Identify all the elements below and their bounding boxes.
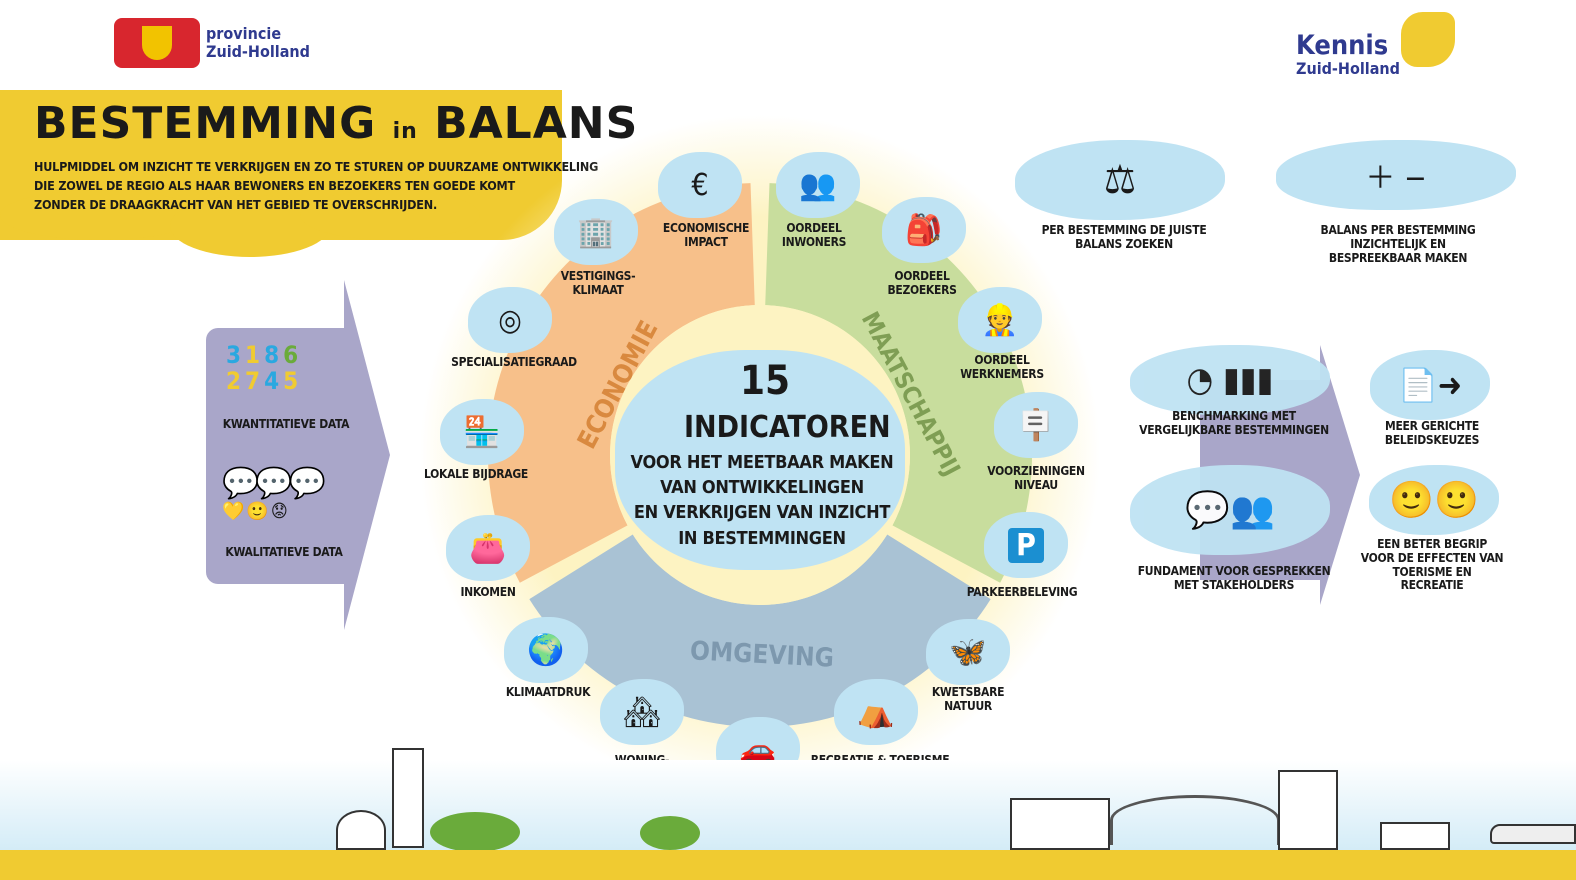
- center-count: 15: [740, 358, 791, 404]
- outcome-faces-icon: 🙂🙂: [1369, 465, 1499, 535]
- skyline: [0, 740, 1576, 855]
- goal-label-1: PER BESTEMMING DE JUISTE BALANS ZOEKEN: [1041, 223, 1207, 251]
- indicator-label: OORDEEL BEZOEKERS: [887, 269, 957, 297]
- kennis-line2: Zuid-Holland: [1296, 59, 1400, 78]
- coat-of-arms-icon: [114, 18, 200, 68]
- use-label-1: BENCHMARKING MET VERGELIJKBARE BESTEMMIN…: [1139, 409, 1329, 437]
- province-shape-icon: [1401, 12, 1455, 67]
- land-icon: ⛺: [834, 679, 918, 745]
- use-label-2: FUNDAMENT VOOR GESPREKKEN MET STAKEHOLDE…: [1137, 564, 1331, 592]
- use-meeting-icon: 💬👥: [1130, 465, 1330, 555]
- qualitative-data-label: KWALITATIEVE DATA: [225, 545, 343, 559]
- outcome-label-2: EEN BETER BEGRIP VOOR DE EFFECTEN VAN TO…: [1360, 537, 1504, 593]
- indicator-label: INKOMEN: [460, 585, 516, 599]
- economie-sector: [487, 183, 755, 583]
- indicator-label: OORDEEL WERKNEMERS: [960, 353, 1044, 381]
- goal-seesaw-icon: ＋ −: [1276, 140, 1516, 210]
- residents-icon: 👥: [776, 152, 860, 218]
- indicator-label: KWETSBARE NATUUR: [931, 685, 1005, 713]
- quantitative-data-label: KWANTITATIEVE DATA: [222, 417, 350, 431]
- house-euro-icon: €: [658, 152, 742, 218]
- center-cloud: [615, 350, 905, 570]
- center-title: INDICATOREN: [684, 410, 891, 445]
- input-arrow: [344, 280, 390, 630]
- butterfly-icon: 🦋: [926, 619, 1010, 685]
- building-icon: 🏢: [554, 199, 638, 265]
- page-subtitle: HULPMIDDEL OM INZICHT TE VERKRIJGEN EN Z…: [34, 159, 599, 212]
- workers-icon: 👷: [958, 287, 1042, 353]
- speech-bubbles-icon: 💬💬💬💛🙂😟: [222, 466, 326, 522]
- omgeving-sector: [529, 534, 991, 728]
- page-title: BESTEMMING in BALANS: [34, 98, 639, 149]
- outcome-papers-icon: 📄➜: [1370, 350, 1490, 420]
- visitors-icon: 🎒: [882, 197, 966, 263]
- goal-balance-person-icon: ⚖: [1015, 140, 1225, 220]
- goal-label-2: BALANS PER BESTEMMING INZICHTELIJK EN BE…: [1320, 223, 1476, 265]
- indicator-label: SPECIALISATIEGRAAD: [451, 355, 577, 369]
- target-icon: ◎: [468, 287, 552, 353]
- ground: [0, 850, 1576, 880]
- indicator-label: OORDEEL INWONERS: [781, 221, 847, 249]
- kennis-line1: Kennis: [1296, 30, 1389, 61]
- provincie-line1: provincie: [206, 23, 282, 43]
- indicator-label: KLIMAATDRUK: [505, 685, 591, 699]
- outcome-label-1: MEER GERICHTE BELEIDSKEUZES: [1384, 419, 1480, 447]
- provincie-logo: provincie Zuid-Holland: [114, 18, 310, 68]
- houses-icon: 🏘: [600, 679, 684, 745]
- indicator-label: VOORZIENINGEN NIVEAU: [987, 464, 1085, 492]
- indicator-label: ECONOMISCHE IMPACT: [662, 221, 750, 249]
- parking-icon: P: [984, 512, 1068, 578]
- provincie-line2: Zuid-Holland: [206, 42, 310, 61]
- center-text: VOOR HET MEETBAAR MAKEN VAN ONTWIKKELING…: [630, 452, 894, 549]
- indicator-label: LOKALE BIJDRAGE: [424, 467, 528, 481]
- use-benchmark-icon: ◔ ▮▮▮: [1130, 345, 1330, 415]
- wallet-icon: 👛: [446, 515, 530, 581]
- globe-icon: 🌍: [504, 617, 588, 683]
- data-input-panel: [206, 328, 352, 584]
- indicator-label: PARKEERBELEVING: [966, 585, 1078, 599]
- maatschappij-sector: [765, 183, 1032, 583]
- local-shop-icon: 🏪: [440, 399, 524, 465]
- indicator-label: VESTIGINGS- KLIMAAT: [560, 269, 636, 297]
- signpost-icon: 🪧: [994, 392, 1078, 458]
- kennis-logo: Kennis Zuid-Holland: [1296, 12, 1466, 82]
- numbers-icon: 3186 2745: [226, 341, 303, 396]
